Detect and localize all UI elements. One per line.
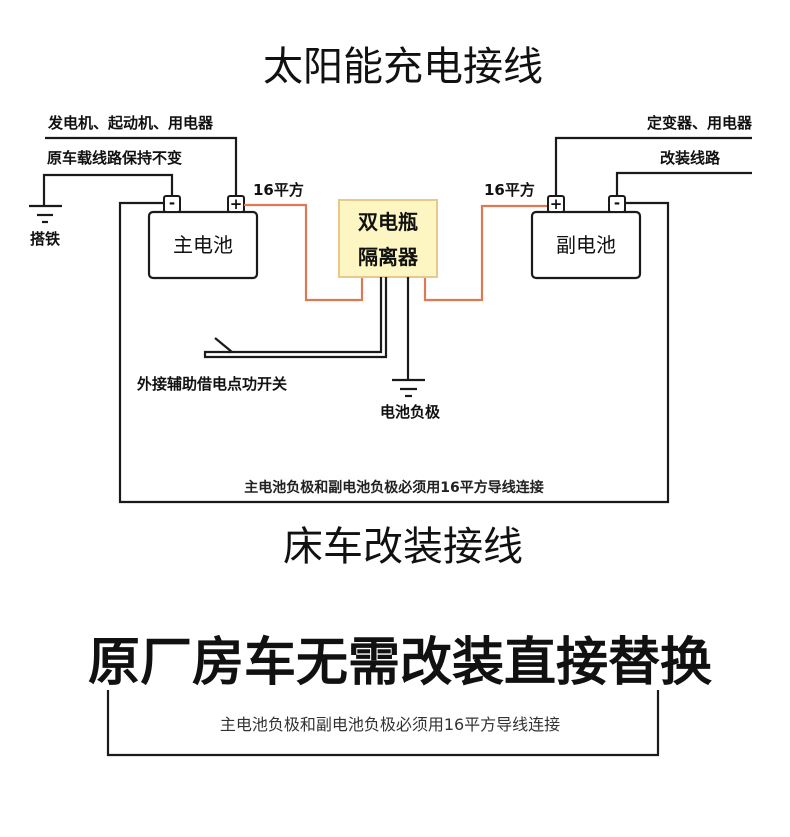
wire-main-positive-load [45,136,238,196]
label-wire-right: 16平方 [484,181,535,199]
dual-battery-isolator: 双电瓶 隔离器 [338,199,438,278]
main-neg-symbol: - [169,194,175,212]
wire-16mm-left [244,203,364,302]
label-original-circuit: 原车载线路保持不变 [47,149,182,167]
secondary-battery: + - 副电池 [530,194,642,280]
label-inverter-loads: 定变器、用电器 [647,114,753,132]
wire-secondary-positive-load [554,136,752,196]
isolator-label-line2: 隔离器 [358,245,419,269]
wire-negative-loop [118,201,670,504]
main-battery: - + 主电池 [147,194,259,280]
wire-switch-b [203,277,388,359]
bottom-bracket [106,690,660,757]
label-wire-left: 16平方 [253,181,304,199]
isolator-label-line1: 双电瓶 [358,210,418,234]
main-pos-symbol: + [230,195,243,213]
section-title: 床车改装接线 [283,524,523,570]
secondary-battery-label: 副电池 [556,233,616,257]
page-title: 太阳能充电接线 [263,44,543,90]
wire-main-negative-ground [42,173,174,205]
wire-switch-a [228,277,383,354]
main-battery-label: 主电池 [173,233,233,257]
label-modified-circuit: 改装线路 [660,149,721,167]
wire-16mm-right [423,204,548,302]
label-loop-note: 主电池负极和副电池负极必须用16平方导线连接 [244,479,543,496]
sec-neg-symbol: - [614,194,620,212]
label-ground: 搭铁 [30,230,60,248]
bottom-note: 主电池负极和副电池负极必须用16平方导线连接 [220,715,560,734]
headline: 原厂房车无需改装直接替换 [88,633,712,693]
switch-icon [214,337,233,353]
label-switch: 外接辅助借电点功开关 [136,375,287,393]
label-battery-negative: 电池负极 [380,403,441,421]
ground-icon [29,204,62,224]
label-original-loads: 发电机、起动机、用电器 [47,114,214,132]
sec-pos-symbol: + [550,195,563,213]
ground-icon-center [392,378,425,398]
wire-secondary-negative-circuit [615,171,752,196]
